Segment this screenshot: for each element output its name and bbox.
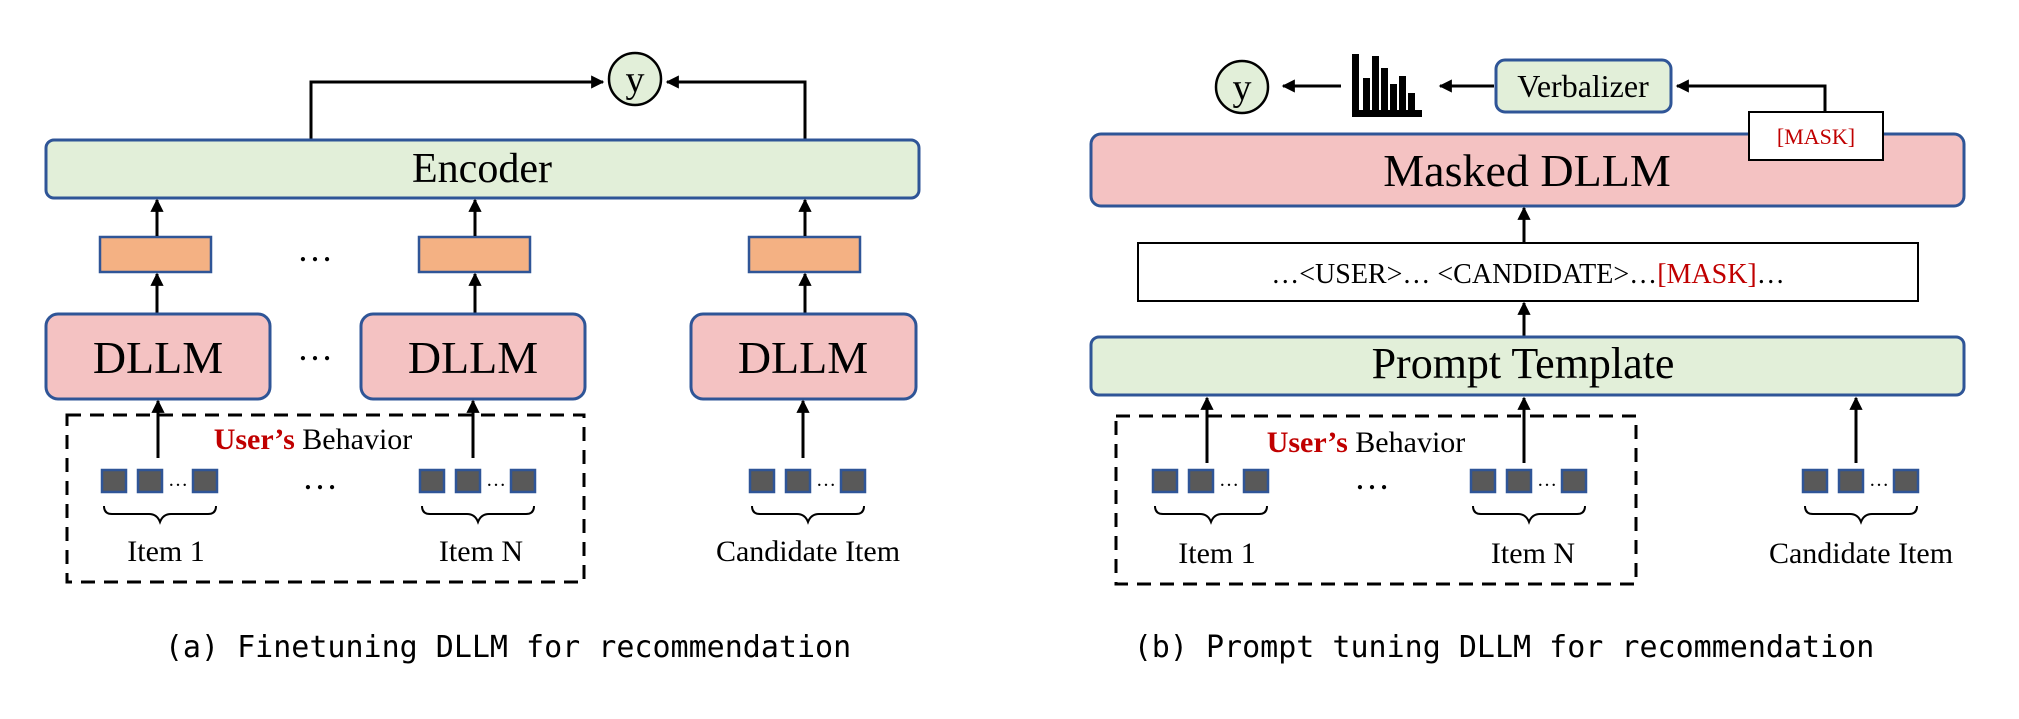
embedding-ellipsis: … (297, 229, 333, 269)
encoder-label: Encoder (412, 146, 552, 192)
item-token (839, 468, 867, 494)
encoder-output-arrows (309, 75, 807, 140)
items-ellipsis-a: … (302, 457, 338, 497)
arrow-mask-to-verbalizer (1675, 79, 1827, 112)
output-node-a: y (607, 51, 663, 107)
arrows-dllm-to-embedding (150, 272, 812, 313)
masked-dllm-box: Masked DLLM (1089, 132, 1966, 208)
dllm-label-n: DLLM (408, 332, 538, 383)
candidate-tokens-b: … Candidate Item (1769, 468, 1953, 570)
item-token (784, 468, 812, 494)
prompt-string: …<USER>… <CANDIDATE>…[MASK]… (1271, 259, 1785, 290)
item-token (509, 468, 537, 494)
item-brace-1-b (1154, 505, 1268, 525)
output-node-b: y (1214, 59, 1270, 115)
item-token (454, 468, 482, 494)
item-tokens-1-b: … Item 1 (1151, 468, 1270, 570)
item-token (1187, 468, 1215, 494)
item-brace-1-a (103, 505, 217, 525)
dllm-box-1: DLLM (44, 312, 272, 401)
item-token (1505, 468, 1533, 494)
item-tokens-ellipsis: … (1219, 469, 1239, 491)
candidate-brace-b (1804, 505, 1918, 525)
user-behavior-title-a: User’s Behavior (214, 423, 413, 456)
item-token (1892, 468, 1920, 494)
item-tokens-ellipsis: … (486, 469, 506, 491)
item-token (1242, 468, 1270, 494)
dllm-label-1: DLLM (93, 332, 223, 383)
dllm-box-candidate: DLLM (689, 312, 918, 401)
bar-chart-icon (1352, 54, 1422, 117)
item-tokens-ellipsis: … (1869, 469, 1889, 491)
user-behavior-box-b (1114, 414, 1638, 586)
mask-token-label: [MASK] (1777, 124, 1855, 149)
prompt-template-label: Prompt Template (1372, 339, 1675, 388)
arrows-items-to-dllm (151, 399, 810, 458)
item-token (748, 468, 776, 494)
user-word-a: User’s (214, 423, 295, 456)
item-token (1837, 468, 1865, 494)
candidate-tokens-a: … Candidate Item (716, 468, 900, 568)
behavior-word-b: Behavior (1348, 426, 1465, 459)
item-tokens-ellipsis: … (1537, 469, 1557, 491)
item-tokens-1-a: … Item 1 (100, 468, 219, 568)
item-tokens-ellipsis: … (816, 469, 836, 491)
arrow-encoder-right-to-y (665, 75, 807, 140)
prompt-string-box: …<USER>… <CANDIDATE>…[MASK]… (1137, 242, 1919, 302)
item-token (1801, 468, 1829, 494)
item-n-label-b: Item N (1491, 537, 1575, 570)
embedding-bar-candidate (747, 235, 862, 274)
arrows-top-row-b (1281, 79, 1827, 112)
arrows-items-to-template (1200, 396, 1863, 463)
dllm-box-n: DLLM (359, 312, 587, 401)
candidate-label-b: Candidate Item (1769, 537, 1953, 570)
arrow-encoder-left-to-y (309, 75, 605, 140)
item-brace-n-b (1472, 505, 1586, 525)
output-label-a: y (626, 59, 645, 101)
user-word-b: User’s (1267, 426, 1348, 459)
item-brace-n-a (421, 505, 535, 525)
item-tokens-n-b: … Item N (1469, 468, 1588, 570)
caption-b: (b) Prompt tuning DLLM for recommendatio… (1134, 630, 1875, 665)
prompt-suffix: … (1757, 259, 1785, 290)
arrows-embedding-to-encoder (150, 198, 812, 236)
item-token (100, 468, 128, 494)
caption-a: (a) Finetuning DLLM for recommendation (165, 630, 851, 665)
item-1-label-a: Item 1 (127, 535, 204, 568)
panel-a: y Encoder … (44, 51, 921, 665)
output-label-b: y (1233, 67, 1252, 109)
embedding-bars: … (98, 229, 862, 274)
prompt-mask: [MASK] (1657, 259, 1757, 290)
dllm-label-candidate: DLLM (738, 332, 868, 383)
behavior-word-a: Behavior (295, 423, 412, 456)
item-token (136, 468, 164, 494)
item-tokens-ellipsis: … (168, 469, 188, 491)
dllm-ellipsis: … (297, 328, 333, 368)
encoder-box: Encoder (44, 138, 921, 200)
item-token (191, 468, 219, 494)
prompt-prefix: …<USER>… <CANDIDATE>… (1271, 259, 1657, 290)
item-n-label-a: Item N (439, 535, 523, 568)
item-tokens-n-a: … Item N (418, 468, 537, 568)
embedding-bar-1 (98, 235, 213, 274)
item-1-label-b: Item 1 (1178, 537, 1255, 570)
prompt-template-box: Prompt Template (1089, 335, 1966, 397)
panel-b: y Verbalizer Masked DLLM (1089, 54, 1966, 665)
masked-dllm-label: Masked DLLM (1383, 145, 1670, 196)
candidate-label-a: Candidate Item (716, 535, 900, 568)
user-behavior-box-a (65, 413, 586, 584)
user-behavior-title-b: User’s Behavior (1267, 426, 1466, 459)
item-token (1469, 468, 1497, 494)
embedding-bar-n (417, 235, 532, 274)
verbalizer-label: Verbalizer (1517, 68, 1649, 104)
item-token (418, 468, 446, 494)
item-token (1560, 468, 1588, 494)
verbalizer-box: Verbalizer (1494, 58, 1673, 114)
item-token (1151, 468, 1179, 494)
candidate-brace-a (751, 505, 865, 525)
items-ellipsis-b: … (1354, 457, 1390, 497)
mask-token-box: [MASK] (1748, 111, 1884, 161)
